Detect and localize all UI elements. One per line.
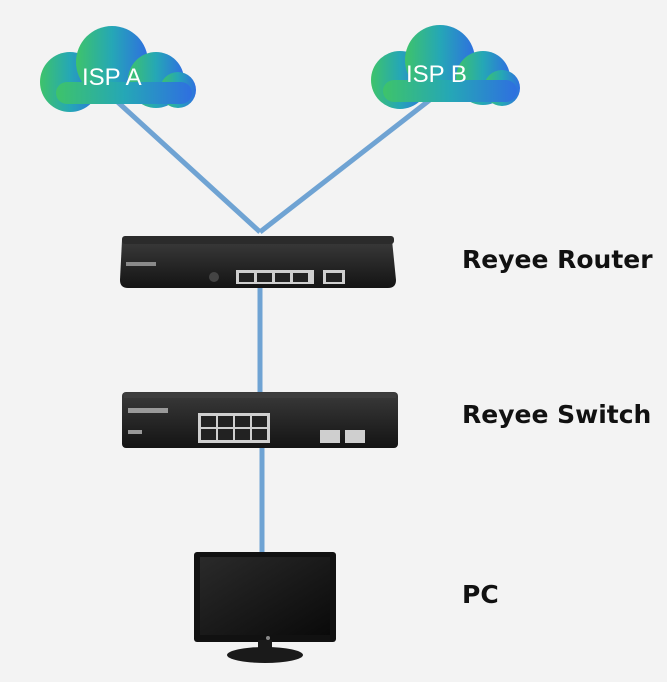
switch-label: Reyee Switch [462,400,652,429]
switch-icon [122,392,398,448]
pc-label: PC [462,580,499,609]
isp-b-cloud: ISP B [371,25,520,109]
cloud-icon [40,26,196,112]
link-isp-a-router [108,93,262,234]
monitor-icon [194,552,336,663]
router-label: Reyee Router [462,245,653,274]
cloud-icon [371,25,520,109]
router-icon [120,236,396,288]
isp-a-cloud: ISP A [40,26,196,112]
link-isp-b-router [258,90,442,234]
links [108,90,442,555]
isp-a-label: ISP A [82,64,142,91]
isp-b-label: ISP B [406,61,467,88]
